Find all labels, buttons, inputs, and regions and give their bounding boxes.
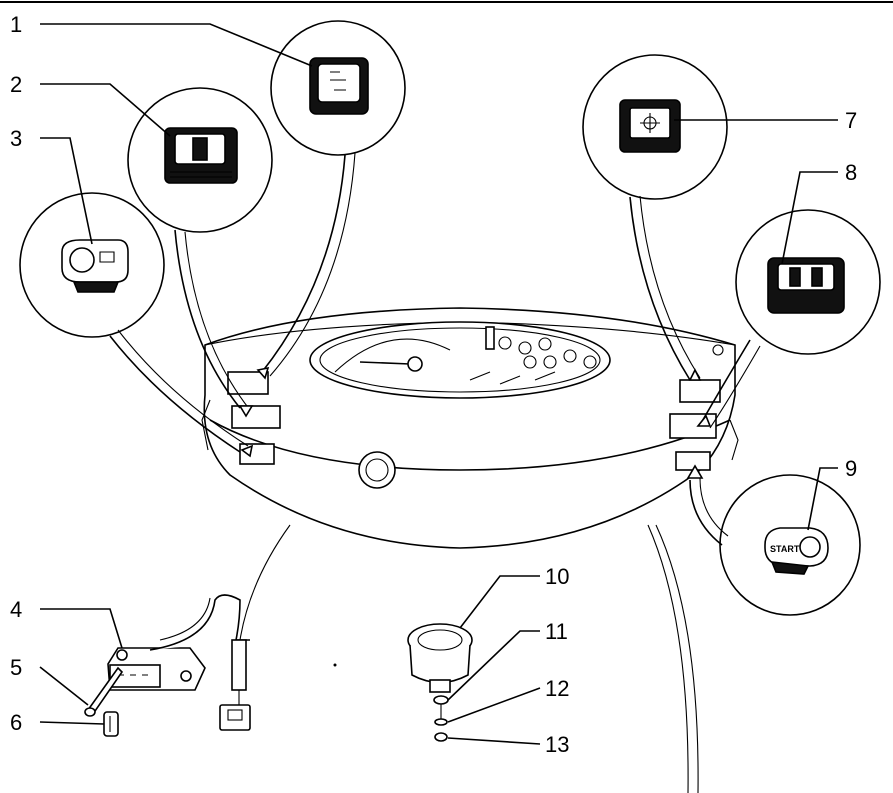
switch-8 <box>767 257 845 314</box>
switch-2 <box>164 127 238 184</box>
detail-circles <box>19 20 881 616</box>
instrument-panel <box>201 307 739 549</box>
callout-1: 1 <box>10 12 22 37</box>
detail-circle-2 <box>127 87 273 233</box>
callout-10: 10 <box>545 564 569 589</box>
parts-11-13-fasteners <box>433 695 449 742</box>
callout-2: 2 <box>10 72 22 97</box>
detail-circle-1 <box>270 20 406 156</box>
switch-3 <box>61 239 129 293</box>
callout-12: 12 <box>545 676 569 701</box>
callout-9: 9 <box>845 456 857 481</box>
detail-circle-3 <box>19 192 165 338</box>
part-5-screw <box>84 666 124 717</box>
part-4-connector <box>107 594 251 731</box>
detail-circle-8 <box>735 209 881 355</box>
callout-leaders <box>39 23 838 745</box>
callout-5: 5 <box>10 655 22 680</box>
body-outline <box>239 524 699 793</box>
switch-7 <box>619 99 681 153</box>
callout-11: 11 <box>545 619 568 644</box>
switch-9-start: START <box>764 527 829 575</box>
detail-circle-9 <box>719 474 861 616</box>
callout-6: 6 <box>10 710 22 735</box>
callout-3: 3 <box>10 126 22 151</box>
callout-13: 13 <box>545 732 569 757</box>
detail-circle-7 <box>582 54 728 200</box>
callout-4: 4 <box>10 597 22 622</box>
callout-7: 7 <box>845 108 857 133</box>
switch-1 <box>309 57 369 115</box>
callout-numbers: 1 2 3 4 5 6 7 8 9 10 11 12 13 <box>10 12 857 757</box>
part-6-clip <box>103 711 119 737</box>
start-label: START <box>770 544 800 554</box>
callout-8: 8 <box>845 160 857 185</box>
part-10-cylinder <box>407 623 473 693</box>
leader-arrows <box>109 152 761 546</box>
